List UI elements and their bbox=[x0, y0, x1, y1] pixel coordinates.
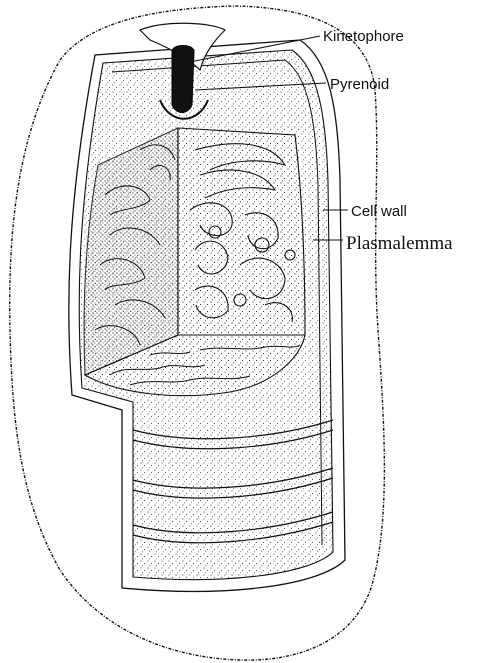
label-kinetophore: Kinetophore bbox=[323, 29, 404, 44]
protoplast-right-face bbox=[178, 128, 305, 335]
protoplast-left-face bbox=[84, 128, 178, 375]
label-cell-wall: Cell wall bbox=[351, 204, 407, 219]
label-plasmalemma: Plasmalemma bbox=[346, 234, 453, 253]
label-pyrenoid: Pyrenoid bbox=[330, 77, 389, 92]
